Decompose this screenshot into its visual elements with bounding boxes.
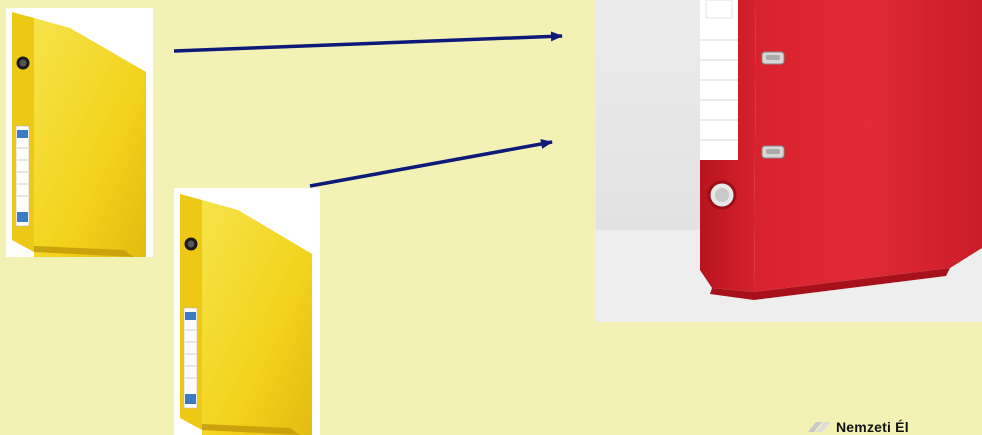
arrow-1 xyxy=(174,36,562,51)
footer-logo: Nemzeti Él xyxy=(808,418,909,435)
logo-mark-icon xyxy=(808,422,830,432)
footer-logo-text: Nemzeti Él xyxy=(836,419,909,435)
arrow-2 xyxy=(310,142,552,186)
